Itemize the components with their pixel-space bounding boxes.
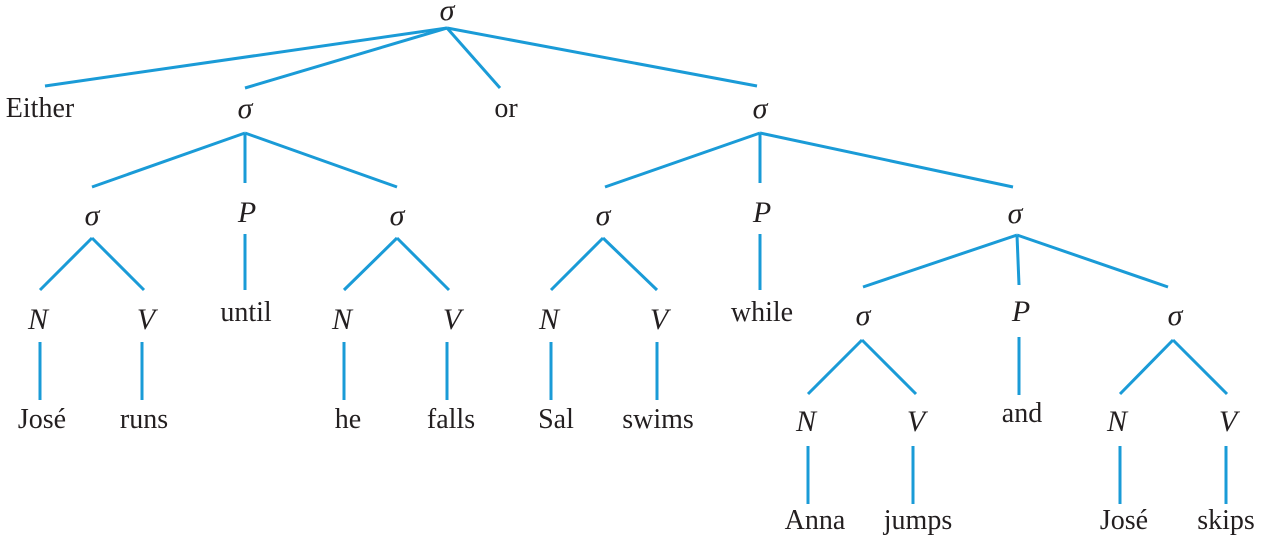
s2a-n-label: N	[538, 303, 561, 336]
s2b2-v-label: V	[1219, 405, 1241, 438]
edge-s1a-v	[90, 236, 146, 292]
edge-s1b-v	[395, 236, 451, 292]
edge-s2a-v	[601, 236, 659, 292]
edge-s2a-n	[549, 236, 605, 292]
word-jose-1: José	[18, 404, 66, 435]
tree-edges	[38, 26, 1229, 504]
edge-root-either	[44, 26, 448, 88]
edge-s2b2-n	[1118, 338, 1175, 396]
edge-s2b-p3	[1015, 234, 1021, 286]
s2a-v-label: V	[650, 303, 672, 336]
p3-node-label: P	[1011, 295, 1030, 328]
word-skips: skips	[1197, 505, 1255, 536]
edge-s2b-s2b2	[1016, 233, 1169, 289]
s1b-n-label: N	[331, 303, 354, 336]
word-falls: falls	[427, 404, 475, 435]
s2b-node-label: σ	[1008, 197, 1024, 230]
word-until: until	[220, 297, 272, 328]
word-runs: runs	[120, 404, 168, 435]
edge-s2-s2b	[759, 131, 1014, 189]
edge-s1a-n	[38, 236, 94, 292]
s2a-node-label: σ	[596, 199, 612, 232]
word-he: he	[335, 404, 361, 435]
edge-s2-s2a	[604, 131, 761, 189]
s1a-node-label: σ	[85, 199, 101, 232]
s2b1-n-label: N	[795, 405, 818, 438]
edge-s1-s1b	[244, 131, 398, 189]
tree-labels: σ Either σ or σ σ P σ σ P σ N V until N …	[6, 0, 1255, 536]
s2b1-v-label: V	[907, 405, 929, 438]
edge-s1-s1a	[91, 131, 246, 189]
edge-root-or	[445, 27, 502, 89]
s1a-v-label: V	[137, 303, 159, 336]
word-while: while	[731, 297, 793, 328]
edge-s2b1-n	[806, 338, 864, 396]
edge-root-s2	[446, 26, 758, 88]
edge-s2b2-v	[1171, 338, 1229, 396]
word-anna: Anna	[785, 505, 846, 536]
s1-node-label: σ	[238, 92, 254, 125]
p2-node-label: P	[752, 196, 771, 229]
word-either: Either	[6, 93, 75, 124]
edge-s2b1-v	[860, 338, 918, 396]
s2-node-label: σ	[753, 92, 769, 125]
word-jumps: jumps	[883, 505, 952, 536]
word-swims: swims	[622, 404, 694, 435]
p1-node-label: P	[237, 196, 256, 229]
s1a-n-label: N	[27, 303, 50, 336]
s1b-node-label: σ	[390, 199, 406, 232]
word-jose-2: José	[1100, 505, 1148, 536]
s2b2-node-label: σ	[1168, 299, 1184, 332]
s2b1-node-label: σ	[856, 299, 872, 332]
edge-s2b-s2b1	[862, 233, 1018, 289]
root-node-label: σ	[440, 0, 456, 27]
s1b-v-label: V	[443, 303, 465, 336]
word-and: and	[1002, 398, 1042, 429]
word-or: or	[494, 93, 518, 124]
s2b2-n-label: N	[1106, 405, 1129, 438]
edge-s1b-n	[342, 236, 399, 292]
word-sal: Sal	[538, 404, 574, 435]
edge-root-s1	[244, 26, 448, 90]
